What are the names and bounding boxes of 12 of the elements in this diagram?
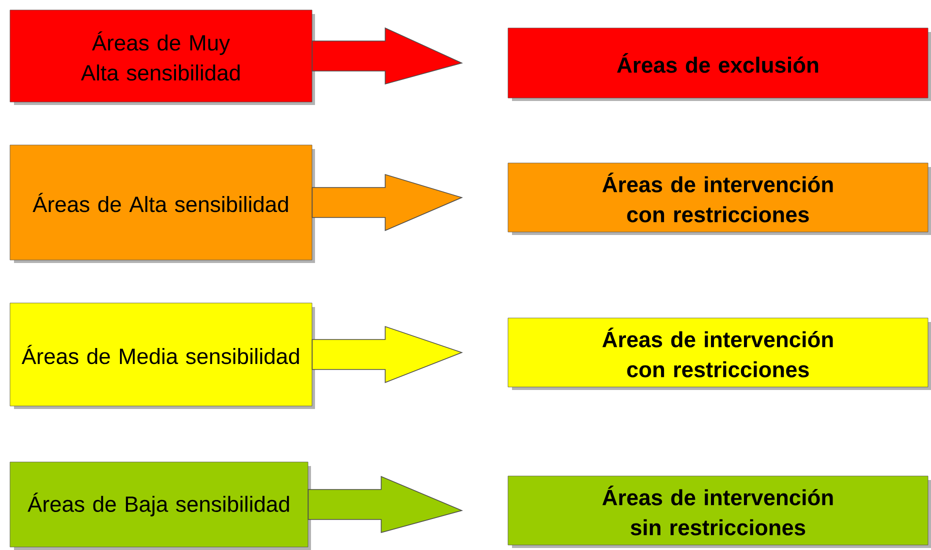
block-arrow	[312, 326, 463, 384]
sensitivity-box: Áreas de Alta sensibilidad	[10, 144, 315, 263]
sensitivity-box: Áreas de Baja sensibilidad	[10, 462, 311, 550]
target-box: Áreas de intervención con restricciones	[508, 162, 931, 235]
sensitivity-box: Áreas de Muy Alta sensibilidad	[10, 10, 315, 105]
block-arrow	[312, 27, 463, 85]
target-box: Áreas de intervención con restricciones	[508, 318, 931, 390]
sensitivity-box: Áreas de Media sensibilidad	[10, 302, 315, 409]
block-arrow	[308, 476, 464, 534]
target-box: Áreas de exclusión	[508, 28, 931, 101]
target-box: Áreas de intervención sin restricciones	[508, 476, 931, 548]
block-arrow	[312, 174, 463, 232]
